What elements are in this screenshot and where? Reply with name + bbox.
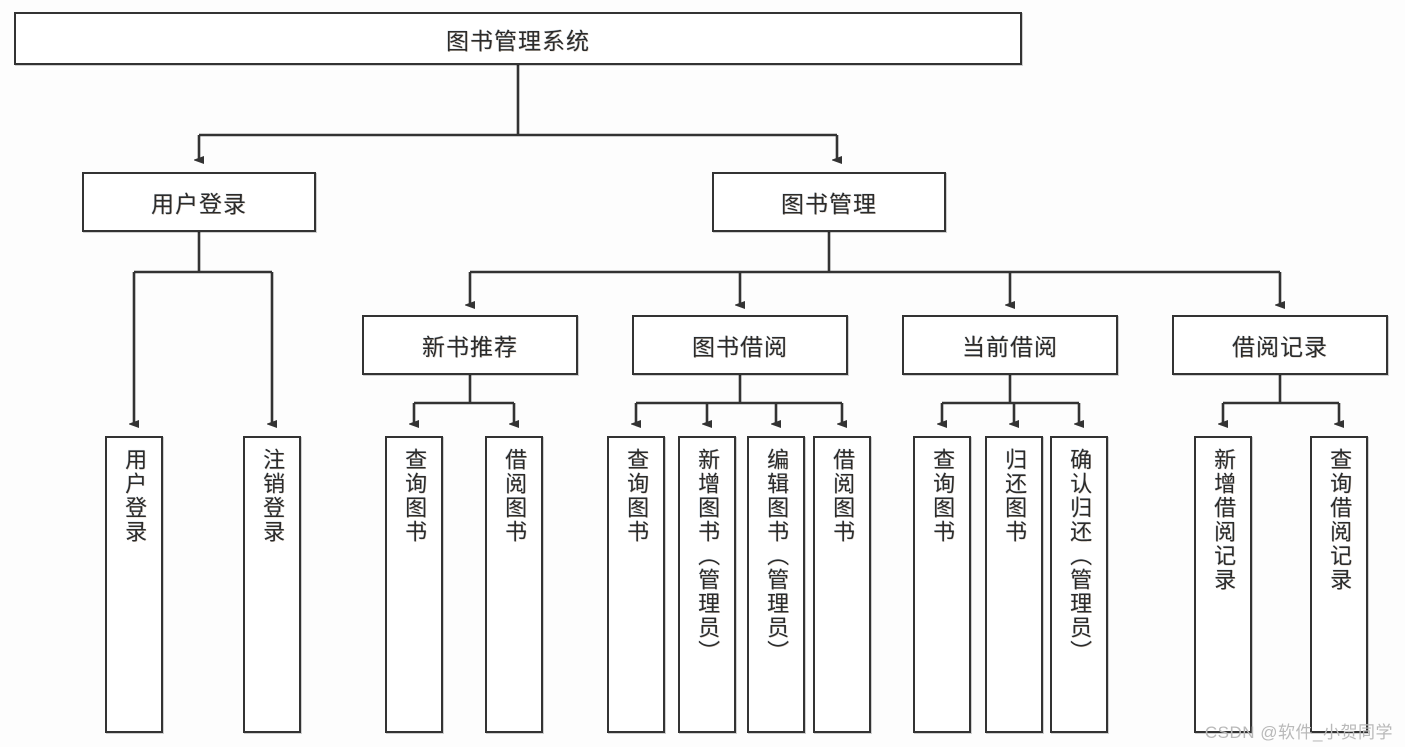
leaf-label: 注销登录	[260, 448, 286, 544]
leaf-label: 借阅图书	[830, 448, 856, 544]
node-label: 当前借阅	[962, 334, 1058, 360]
node-root-book-management-system[interactable]: 图书管理系统	[14, 12, 1022, 65]
leaf-query-book-current[interactable]: 查询图书	[913, 436, 971, 733]
leaf-confirm-return-admin[interactable]: 确认归还（管理员）	[1050, 436, 1108, 733]
node-user-login[interactable]: 用户登录	[82, 172, 316, 232]
node-current-borrow[interactable]: 当前借阅	[902, 315, 1118, 375]
leaf-query-borrow-record[interactable]: 查询借阅记录	[1310, 436, 1368, 733]
leaf-return-book[interactable]: 归还图书	[985, 436, 1043, 733]
node-new-book-recommendation[interactable]: 新书推荐	[362, 315, 578, 375]
leaf-label: 查询图书	[624, 448, 650, 544]
leaf-label: 新增图书（管理员）	[695, 448, 721, 664]
leaf-label: 归还图书	[1002, 448, 1028, 544]
leaf-label: 查询图书	[402, 448, 428, 544]
leaf-logout[interactable]: 注销登录	[243, 436, 301, 733]
leaf-label: 查询图书	[930, 448, 956, 544]
leaf-query-book-borrow[interactable]: 查询图书	[607, 436, 665, 733]
node-label: 图书管理系统	[446, 27, 590, 54]
leaf-label: 查询借阅记录	[1327, 448, 1353, 592]
leaf-edit-book-admin[interactable]: 编辑图书（管理员）	[747, 436, 805, 733]
node-label: 新书推荐	[422, 334, 518, 360]
leaf-query-book-recommend[interactable]: 查询图书	[385, 436, 443, 733]
leaf-label: 借阅图书	[502, 448, 528, 544]
leaf-label: 编辑图书（管理员）	[764, 448, 790, 664]
watermark-text: CSDN @软件_小贺同学	[1204, 723, 1393, 742]
leaf-label: 新增借阅记录	[1211, 448, 1237, 592]
leaf-add-borrow-record[interactable]: 新增借阅记录	[1194, 436, 1252, 733]
node-label: 图书借阅	[692, 334, 788, 360]
leaf-add-book-admin[interactable]: 新增图书（管理员）	[678, 436, 736, 733]
node-book-management[interactable]: 图书管理	[712, 172, 946, 232]
leaf-user-login[interactable]: 用户登录	[105, 436, 163, 733]
node-borrow-record[interactable]: 借阅记录	[1172, 315, 1388, 375]
leaf-label: 确认归还（管理员）	[1067, 448, 1093, 664]
node-label: 用户登录	[151, 191, 247, 217]
node-label: 借阅记录	[1232, 334, 1328, 360]
node-label: 图书管理	[781, 191, 877, 217]
node-book-borrow[interactable]: 图书借阅	[632, 315, 848, 375]
leaf-borrow-book-recommend[interactable]: 借阅图书	[485, 436, 543, 733]
leaf-label: 用户登录	[122, 448, 148, 544]
leaf-borrow-book[interactable]: 借阅图书	[813, 436, 871, 733]
